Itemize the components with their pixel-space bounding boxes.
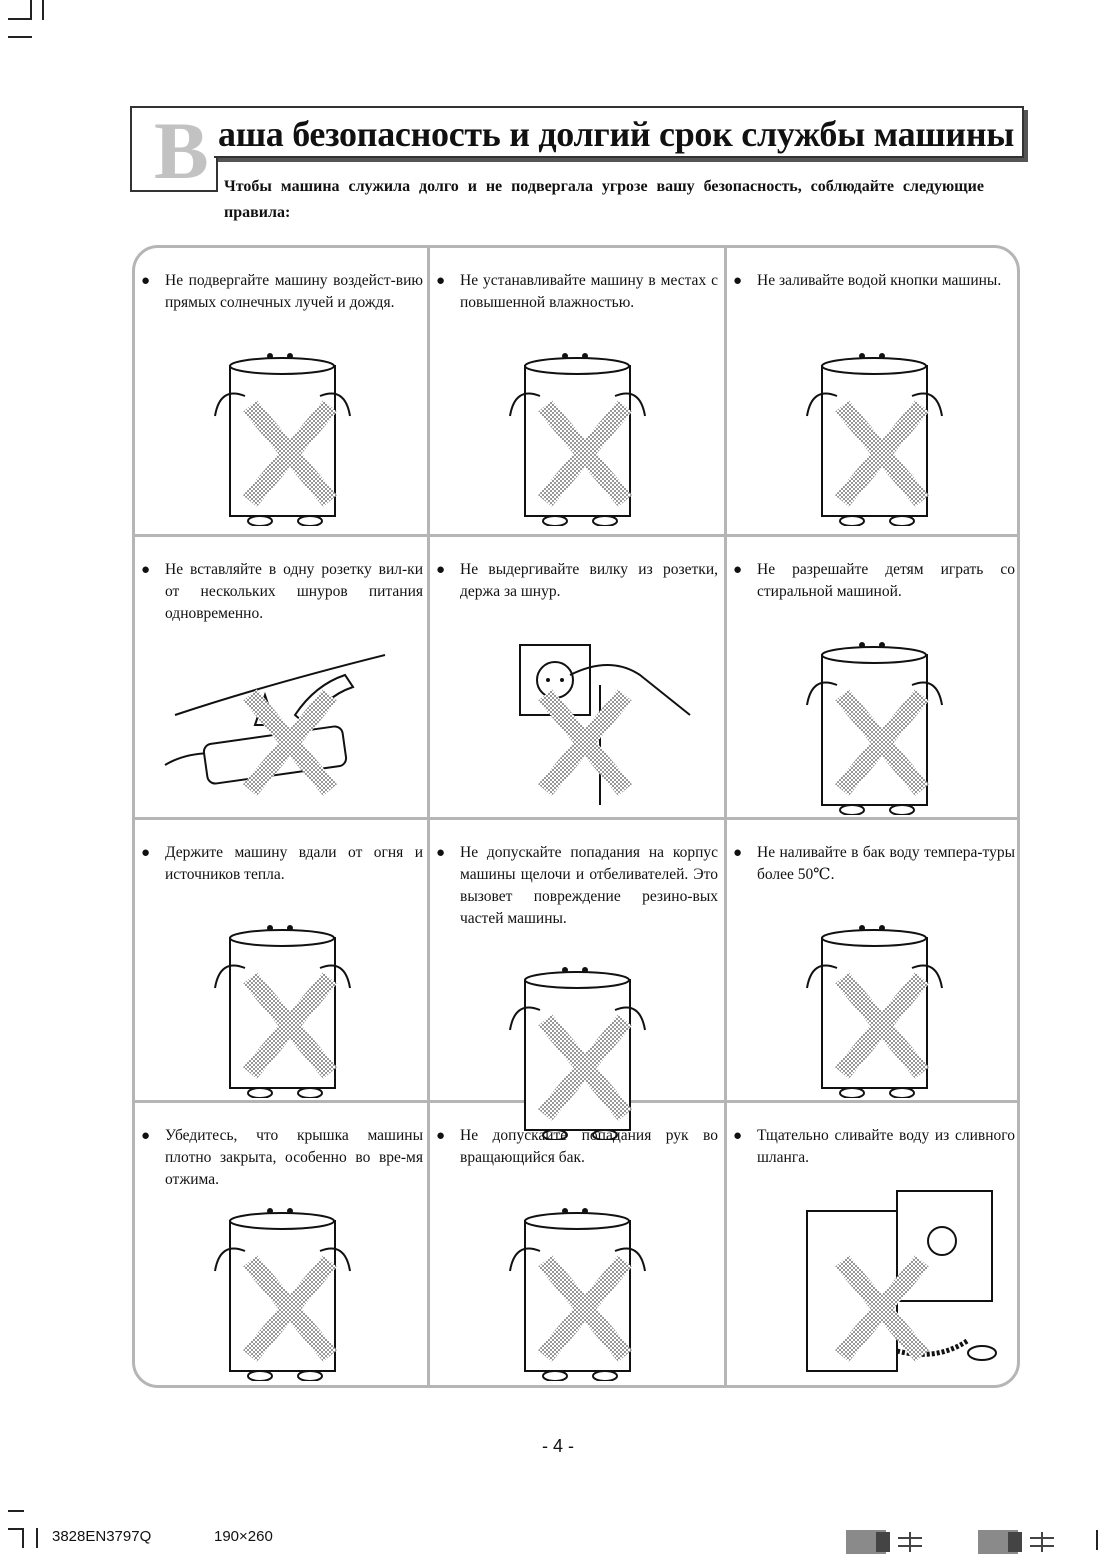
grid-divider — [135, 817, 1017, 820]
rule-cell: ● Не допускайте попадания на корпус машин… — [430, 820, 724, 1140]
drain-hose-icon — [806, 1190, 997, 1372]
page-subtitle: Чтобы машина служила долго и не подверга… — [224, 178, 984, 221]
page-title: аша безопасность и долгий срок службы ма… — [218, 114, 1015, 154]
bullet-icon: ● — [733, 845, 743, 861]
rule-cell: ● Не устанавливайте машину в местах с пов… — [430, 248, 724, 530]
rule-cell: ● Не заливайте водой кнопки машины. — [727, 248, 1017, 530]
rule-text: Не устанавливайте машину в местах с повы… — [460, 272, 718, 311]
crop-mark — [8, 36, 32, 38]
rule-cell: ● Не наливайте в бак воду темпера-туры бо… — [727, 820, 1017, 1102]
grid-divider — [135, 534, 1017, 537]
page-size: 190×260 — [214, 1528, 273, 1545]
bullet-icon: ● — [733, 562, 743, 578]
crop-mark — [36, 1528, 38, 1548]
rule-text-block: ● Держите машину вдали от огня и источник… — [141, 842, 423, 886]
rule-cell: ● Тщательно сливайте воду из сливного шла… — [727, 1103, 1017, 1385]
title-box: аша безопасность и долгий срок службы ма… — [214, 106, 1024, 158]
grid-divider — [427, 248, 430, 1385]
bullet-icon: ● — [733, 273, 743, 289]
chemicals-washer-icon — [509, 967, 646, 1140]
rule-text: Не наливайте в бак воду темпера-туры бол… — [757, 844, 1015, 883]
sun-rain-washer-icon — [214, 353, 351, 526]
rule-text-block: ● Убедитесь, что крышка машины плотно зак… — [141, 1125, 423, 1191]
rule-text: Убедитесь, что крышка машины плотно закр… — [165, 1127, 423, 1188]
crop-mark — [1096, 1530, 1098, 1550]
rule-cell: ● Держите машину вдали от огня и источник… — [135, 820, 429, 1102]
rule-text: Не допускайте попадания рук во вращающий… — [460, 1127, 718, 1166]
rule-text: Тщательно сливайте воду из сливного шлан… — [757, 1127, 1015, 1166]
fire-washer-icon — [214, 925, 351, 1098]
grid-divider — [724, 248, 727, 1385]
rule-text-block: ● Не разрешайте детям играть со стирально… — [733, 559, 1015, 603]
hot-water-washer-icon — [806, 925, 943, 1098]
humid-washer-icon — [509, 353, 646, 526]
section-header: В аша безопасность и долгий срок службы … — [130, 105, 1024, 196]
rule-text: Не разрешайте детям играть со стиральной… — [757, 561, 1015, 600]
rule-text-block: ● Не вставляйте в одну розетку вил-ки от … — [141, 559, 423, 625]
bullet-icon: ● — [141, 845, 151, 861]
rule-cell: ● Убедитесь, что крышка машины плотно зак… — [135, 1103, 429, 1385]
crop-mark — [8, 18, 32, 20]
rule-text: Не выдергивайте вилку из розетки, держа … — [460, 561, 718, 600]
child-washer-icon — [806, 642, 943, 815]
bullet-icon: ● — [436, 273, 446, 289]
document-code: 3828EN3797Q — [52, 1528, 152, 1545]
hand-in-drum-icon — [509, 1208, 646, 1381]
rule-cell: ● Не вставляйте в одну розетку вил-ки от … — [135, 537, 429, 819]
rule-text: Не заливайте водой кнопки машины. — [757, 272, 1002, 289]
rule-cell: ● Не подвергайте машину воздейст-вию прям… — [135, 248, 429, 530]
crop-mark — [30, 0, 32, 20]
page-number: - 4 - — [541, 1436, 574, 1456]
rule-cell: ● Не допускайте попадания рук во вращающи… — [430, 1103, 724, 1385]
rule-text: Не вставляйте в одну розетку вил-ки от н… — [165, 561, 423, 622]
registration-mark-icon — [978, 1530, 1054, 1554]
rule-text-block: ● Не заливайте водой кнопки машины. — [733, 270, 1015, 292]
rule-text: Держите машину вдали от огня и источнико… — [165, 844, 423, 883]
initial-letter: В — [154, 105, 209, 196]
rule-text-block: ● Тщательно сливайте воду из сливного шла… — [733, 1125, 1015, 1169]
bullet-icon: ● — [436, 562, 446, 578]
crop-mark — [8, 1528, 24, 1530]
bullet-icon: ● — [141, 562, 151, 578]
bullet-icon: ● — [141, 1128, 151, 1144]
crop-mark — [8, 1510, 24, 1512]
lid-closed-washer-icon — [214, 1208, 351, 1381]
rule-cell: ● Не разрешайте детям играть со стирально… — [727, 537, 1017, 819]
initial-box: В — [130, 105, 218, 196]
bullet-icon: ● — [436, 845, 446, 861]
rule-text-block: ● Не выдергивайте вилку из розетки, держа… — [436, 559, 718, 603]
bullet-icon: ● — [141, 273, 151, 289]
water-splash-washer-icon — [806, 353, 943, 526]
plug-socket-icon — [519, 644, 691, 805]
rule-text-block: ● Не наливайте в бак воду темпера-туры бо… — [733, 842, 1015, 886]
crop-mark — [42, 0, 44, 20]
rule-text-block: ● Не допускайте попадания на корпус машин… — [436, 842, 718, 930]
rule-text: Не допускайте попадания на корпус машины… — [460, 844, 718, 927]
rule-text: Не подвергайте машину воздейст-вию прямы… — [165, 272, 423, 311]
rule-cell: ● Не выдергивайте вилку из розетки, держа… — [430, 537, 724, 819]
rule-text-block: ● Не подвергайте машину воздейст-вию прям… — [141, 270, 423, 314]
bullet-icon: ● — [733, 1128, 743, 1144]
registration-mark-icon — [846, 1530, 922, 1554]
rule-text-block: ● Не устанавливайте машину в местах с пов… — [436, 270, 718, 314]
power-strip-icon — [164, 654, 386, 796]
safety-rules-grid: ● Не подвергайте машину воздейст-вию прям… — [132, 245, 1020, 1388]
bullet-icon: ● — [436, 1128, 446, 1144]
crop-mark — [22, 1528, 24, 1548]
rule-text-block: ● Не допускайте попадания рук во вращающи… — [436, 1125, 718, 1169]
